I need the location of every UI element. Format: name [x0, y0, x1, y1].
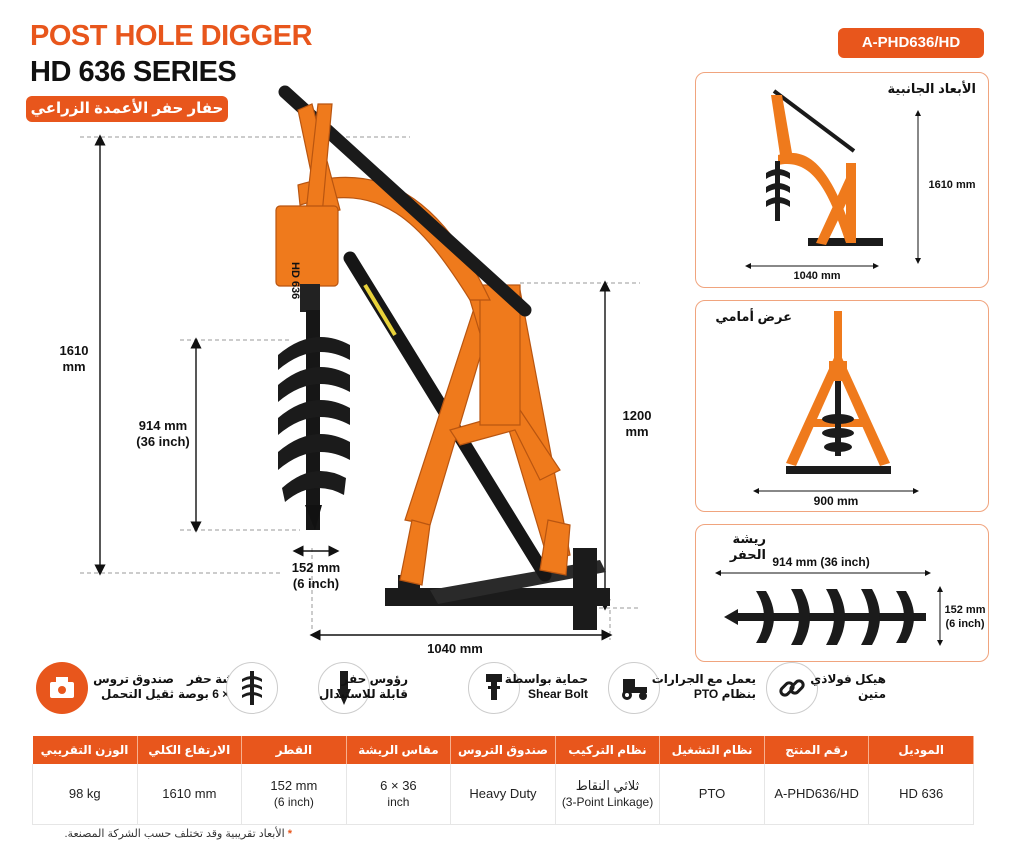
footnote: * الأبعاد تقريبية وقد تختلف حسب الشركة ا…	[64, 828, 293, 840]
header-gearbox: صندوق التروس	[450, 736, 556, 764]
width-dimension-label: 1040 mm	[427, 641, 483, 656]
front-view-illustration	[753, 311, 919, 494]
shear-bolt-icon	[468, 662, 520, 714]
dimension-arrows	[94, 134, 613, 641]
cell-gearbox: Heavy Duty	[450, 764, 556, 825]
front-view-card: عرض أمامي 900 mm	[695, 300, 989, 512]
side-view-title: الأبعاد الجانبية	[887, 81, 977, 96]
cell-total-height: 1610 mm	[137, 764, 243, 825]
cell-weight: 98 kg	[32, 764, 138, 825]
cell-drive-system: PTO	[659, 764, 765, 825]
feature-auger: ريشة حفر36 × 6 بوصة	[178, 658, 338, 722]
cell-product-number: A-PHD636/HD	[764, 764, 870, 825]
header-diameter: القطر	[241, 736, 347, 764]
header-auger-size: مقاس الريشة	[346, 736, 452, 764]
header-drive-system: نظام التشغيل	[659, 736, 765, 764]
auger-diameter-card-label: 152 mm(6 inch)	[944, 604, 986, 630]
cell-diameter: 152 mm(6 inch)	[241, 764, 347, 825]
page-title: POST HOLE DIGGER	[30, 20, 313, 52]
header-total-height: الارتفاع الكلي	[137, 736, 243, 764]
auger	[278, 310, 350, 530]
side-view-illustration	[745, 89, 921, 269]
post-hole-digger-illustration: HD 636	[80, 85, 640, 641]
side-view-card: الأبعاد الجانبية 1610 mm 1040 mm	[695, 72, 989, 288]
auger-view-card: ريشة الحفر 914 mm (36 inch) 152 mm(6 inc…	[695, 524, 989, 662]
gearbox-icon	[36, 662, 88, 714]
tractor-icon	[608, 662, 660, 714]
model-code-badge: A-PHD636/HD	[838, 28, 984, 58]
spec-table: الوزن التقريبي الارتفاع الكلي القطر مقاس…	[32, 736, 974, 825]
series-title: HD 636 SERIES	[30, 56, 237, 88]
auger-length-label: 914 mm(36 inch)	[136, 418, 190, 449]
auger-length-card-label: 914 mm (36 inch)	[772, 555, 870, 569]
header-product-number: رقم المنتج	[764, 736, 870, 764]
spec-table-header-row: الوزن التقريبي الارتفاع الكلي القطر مقاس…	[32, 736, 974, 764]
header-model: الموديل	[868, 736, 974, 764]
header-mount-system: نظام التركيب	[555, 736, 661, 764]
front-view-title: عرض أمامي	[715, 309, 792, 324]
arabic-subtitle: حفار حفر الأعمدة الزراعي	[26, 96, 228, 122]
main-frame	[399, 284, 571, 586]
cell-mount-system: ثلاثي النقاط(3-Point Linkage)	[555, 764, 661, 825]
auger-diameter-label: 152 mm(6 inch)	[291, 560, 341, 591]
side-height-label: 1610 mm	[928, 179, 976, 191]
cell-model: HD 636	[868, 764, 974, 825]
front-width-label: 900 mm	[813, 494, 859, 508]
svg-text:HD 636: HD 636	[289, 262, 301, 299]
auger-view-title: ريشة الحفر	[729, 531, 766, 562]
auger-icon	[226, 662, 278, 714]
chain-link-icon	[766, 662, 818, 714]
gearbox: HD 636	[275, 205, 339, 312]
side-width-label: 1040 mm	[793, 270, 841, 282]
auger-illustration	[715, 570, 943, 646]
drill-tip-icon	[318, 662, 370, 714]
header-weight: الوزن التقريبي	[32, 736, 138, 764]
